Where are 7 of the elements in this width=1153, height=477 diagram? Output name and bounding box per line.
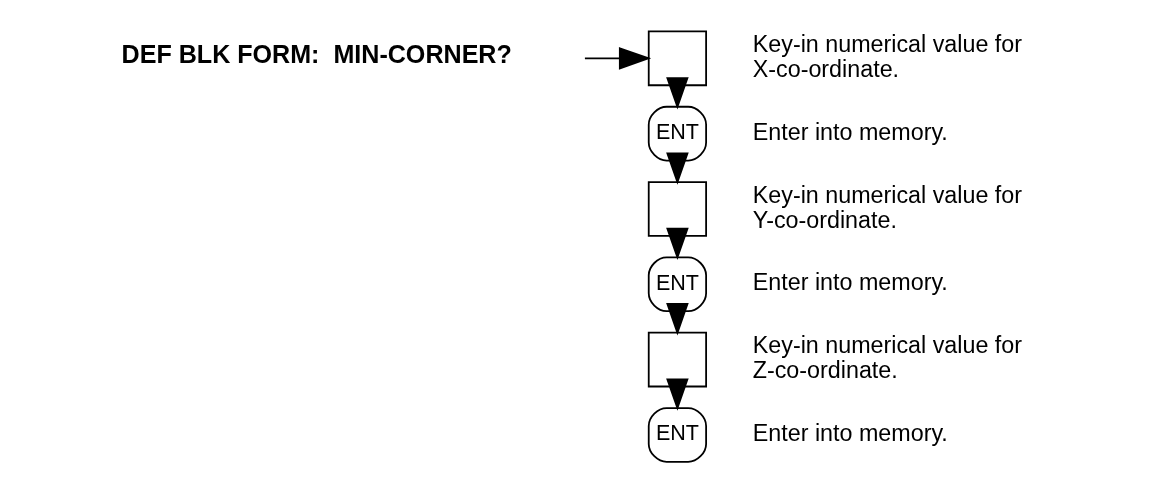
node-label: Enter into memory. (752, 269, 948, 296)
node-label: Key-in numerical value for Z-co-ordinate. (752, 332, 1022, 384)
label: DEF BLK FORM: MIN-CORNER? (121, 40, 512, 69)
node-label: Enter into memory. (752, 118, 948, 145)
node-label: Enter into memory. (752, 420, 948, 447)
node-label: Key-in numerical value for X-co-ordinate. (752, 30, 1022, 82)
node-label: Key-in numerical value for Y-co-ordinate. (752, 181, 1022, 233)
